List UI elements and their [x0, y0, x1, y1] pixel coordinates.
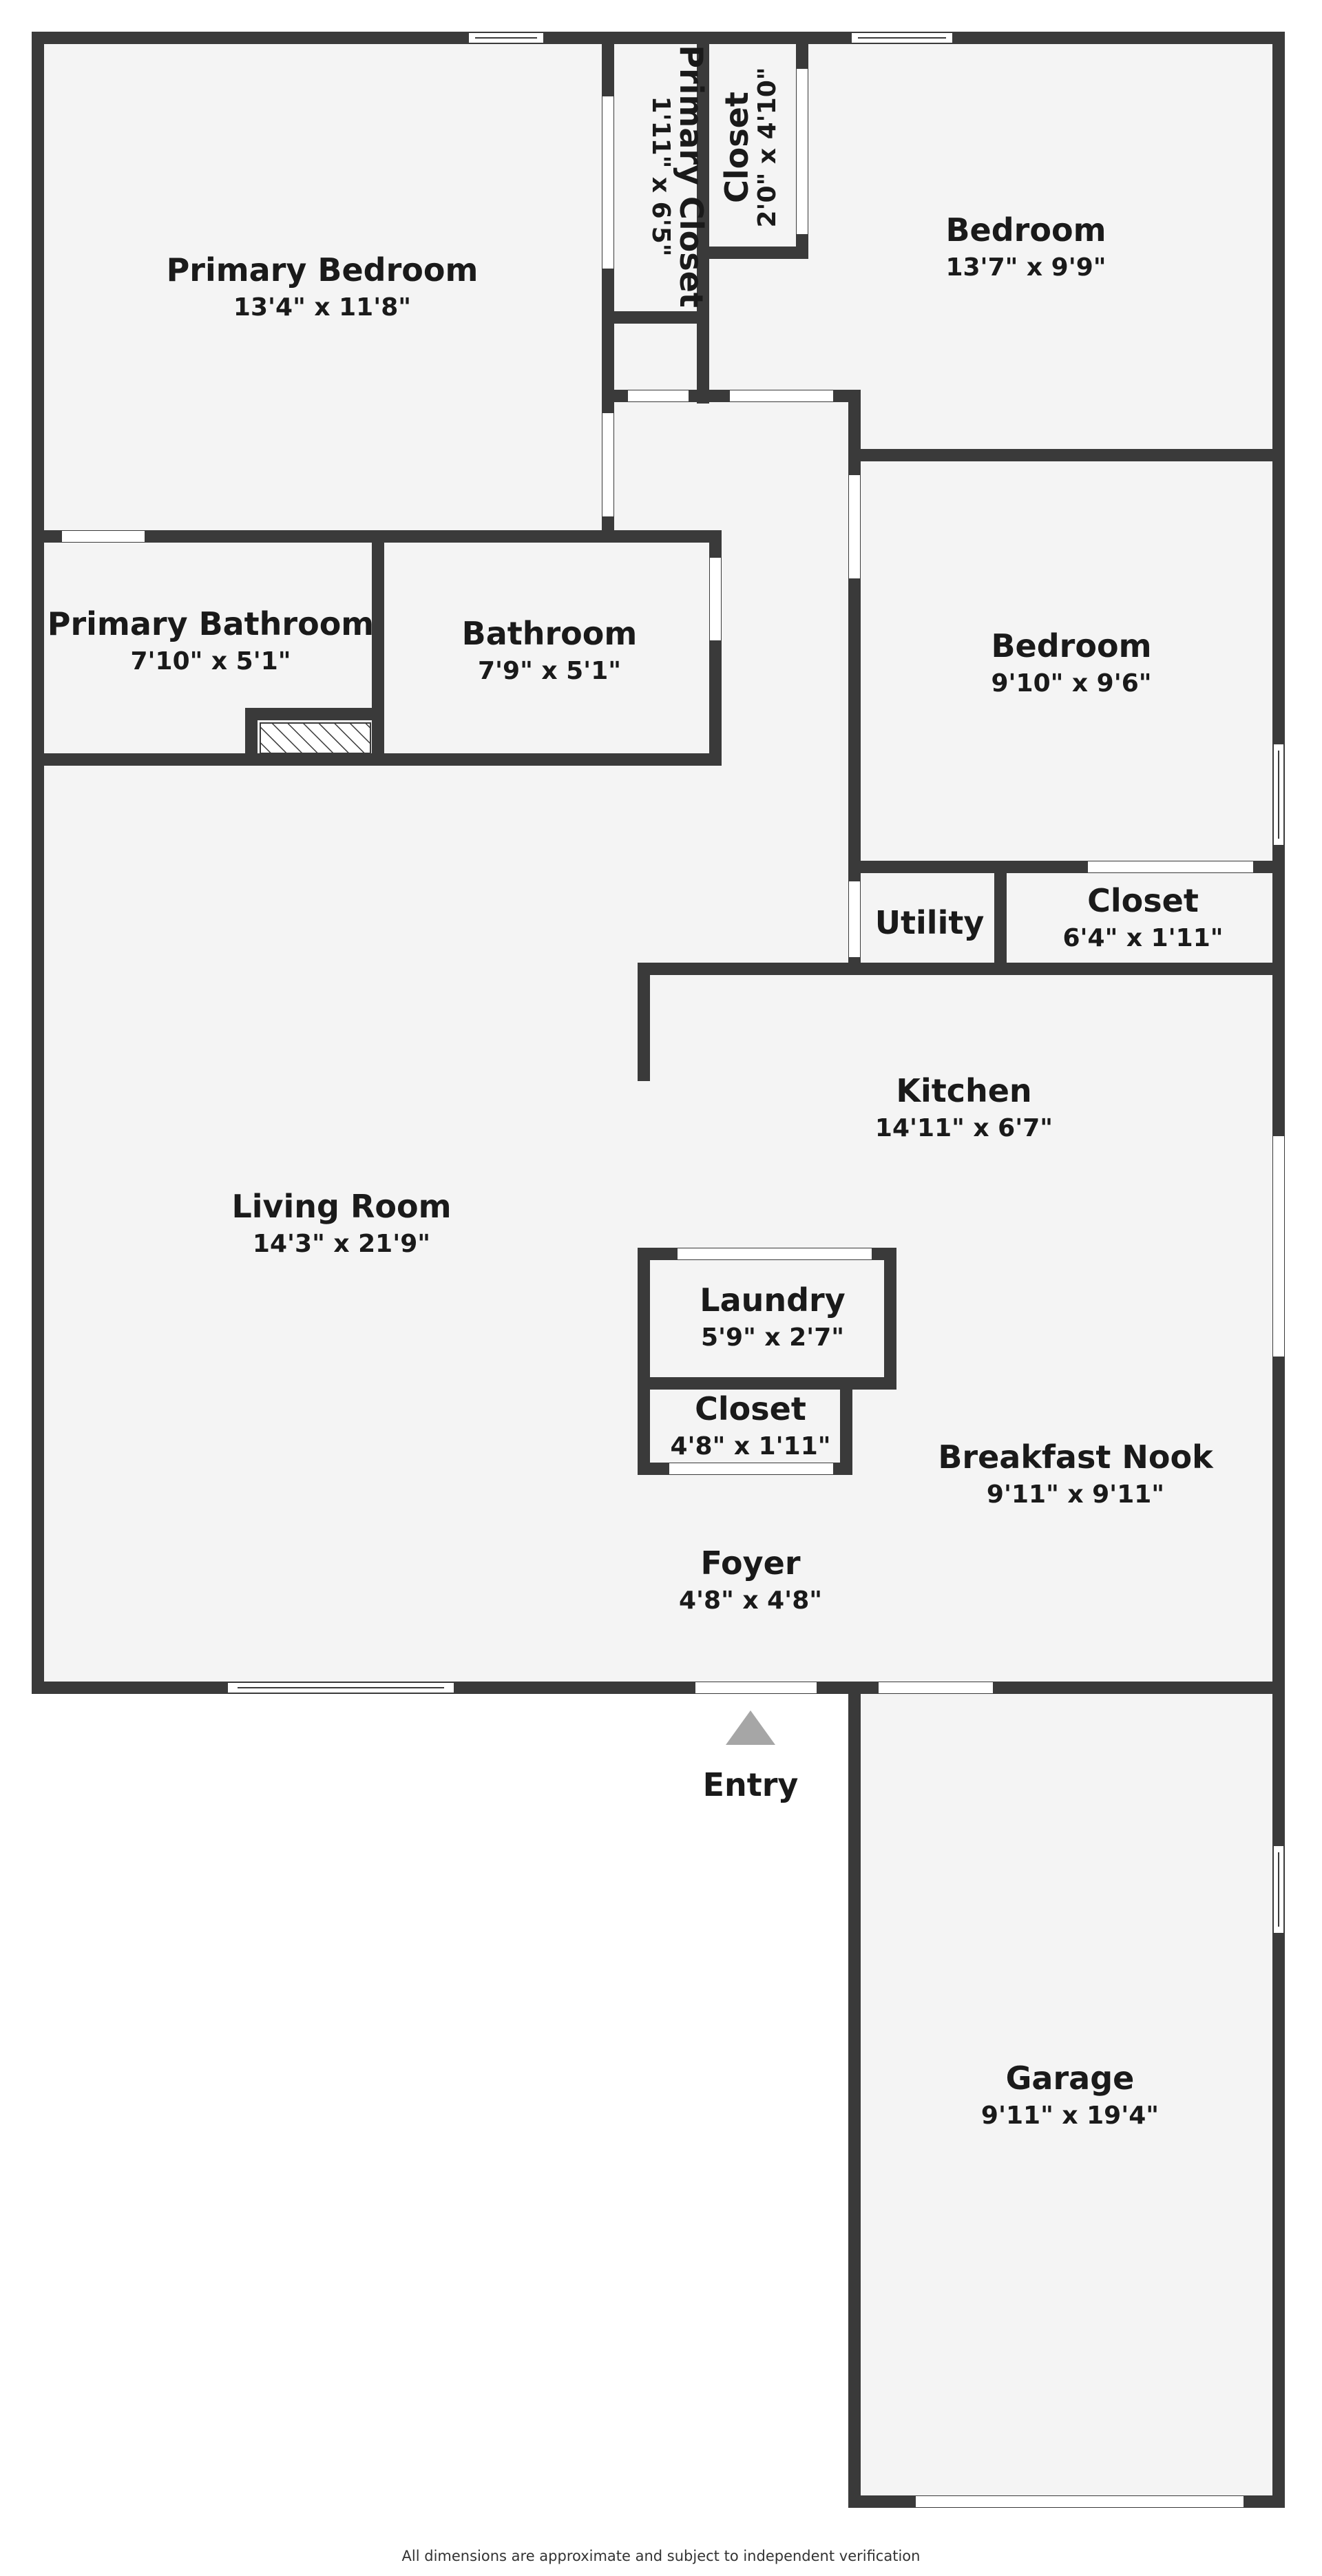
room-name-garage: Garage — [1006, 2060, 1135, 2097]
garage-wall-left — [848, 1682, 861, 2508]
wall-primary-closet-right — [697, 32, 709, 404]
door-closet-hall — [730, 390, 833, 401]
room-dims-closet-center: 4'8" x 1'11" — [670, 1432, 830, 1460]
door-bedroom-e — [849, 475, 860, 578]
room-dims-closet-utility: 6'4" x 1'11" — [1062, 924, 1223, 952]
room-name-primary-bathroom: Primary Bathroom — [48, 605, 375, 642]
wall-closet-right — [840, 1377, 852, 1475]
wall-laundry-bottom — [638, 1377, 896, 1390]
room-dims-primary-closet: 1'11" x 6'5" — [647, 96, 675, 256]
room-name-closet-top: Closet — [718, 92, 755, 203]
wall-kitchen-stub — [638, 963, 650, 1081]
door-utility — [849, 881, 860, 957]
room-dims-kitchen: 14'11" x 6'7" — [875, 1114, 1053, 1142]
door-top-closet — [797, 69, 808, 234]
room-name-living-room: Living Room — [231, 1188, 451, 1225]
opening-kitchen-right — [1273, 1136, 1284, 1357]
door-primary-bedroom — [602, 413, 613, 516]
room-dims-bedroom-ne: 13'7" x 9'9" — [945, 253, 1106, 282]
room-name-primary-closet: Primary Closet — [673, 45, 710, 308]
room-dims-bathroom: 7'9" x 5'1" — [478, 657, 621, 685]
room-dims-laundry: 5'9" x 2'7" — [701, 1323, 844, 1352]
wall-primary-closet-bottom — [602, 311, 709, 324]
exterior-wall-bottom — [32, 1682, 1285, 1694]
entry-arrow-icon — [726, 1710, 775, 1745]
room-name-kitchen: Kitchen — [896, 1072, 1031, 1109]
wall-chase-top — [245, 708, 384, 720]
openings — [62, 32, 1285, 2507]
wall-utility-closet-divider — [994, 861, 1007, 975]
room-name-bedroom-ne: Bedroom — [945, 211, 1106, 249]
wall-laundry-right — [884, 1248, 896, 1390]
room-name-utility: Utility — [875, 904, 985, 941]
wall-bedrooms-divider — [848, 449, 1285, 461]
room-dims-primary-bathroom: 7'10" x 5'1" — [130, 647, 291, 676]
room-name-bedroom-e: Bedroom — [991, 627, 1151, 664]
door-closet-center — [669, 1463, 833, 1474]
entry-label: Entry — [703, 1766, 799, 1803]
room-name-breakfast-nook: Breakfast Nook — [938, 1438, 1214, 1476]
room-name-closet-center: Closet — [695, 1390, 806, 1427]
door-bathroom — [710, 558, 721, 640]
hatched-chase — [260, 722, 371, 754]
room-labels: Primary Bedroom 13'4" x 11'8" Primary Cl… — [48, 45, 1224, 2130]
room-dims-garage: 9'11" x 19'4" — [981, 2102, 1159, 2130]
garage-wall-right — [1272, 1682, 1285, 2508]
door-primary-closet — [602, 96, 613, 269]
room-name-closet-utility: Closet — [1087, 882, 1199, 919]
door-laundry — [678, 1248, 872, 1259]
room-dims-bedroom-e: 9'10" x 9'6" — [991, 669, 1151, 698]
wall-laundry-left — [638, 1248, 650, 1475]
wall-bath-divider — [372, 530, 384, 766]
wall-top-closet-bottom — [697, 247, 808, 259]
room-dims-closet-top: 2'0" x 4'10" — [753, 67, 781, 227]
room-name-primary-bedroom: Primary Bedroom — [167, 251, 479, 289]
room-dims-primary-bedroom: 13'4" x 11'8" — [233, 293, 411, 322]
exterior-wall-left — [32, 32, 44, 1694]
door-primary-closet-hall — [628, 390, 689, 401]
room-name-foyer: Foyer — [700, 1544, 800, 1582]
room-name-laundry: Laundry — [700, 1281, 845, 1319]
exterior-wall-top — [32, 32, 1285, 44]
disclaimer-text: All dimensions are approximate and subje… — [401, 2548, 921, 2564]
door-primary-bathroom — [62, 531, 145, 542]
room-dims-living-room: 14'3" x 21'9" — [253, 1230, 430, 1258]
door-entry — [695, 1682, 817, 1693]
room-name-bathroom: Bathroom — [462, 615, 638, 652]
door-garage-house — [879, 1682, 993, 1693]
wall-kitchen-top — [638, 963, 1285, 975]
door-closet-utility — [1088, 861, 1253, 872]
room-dims-foyer: 4'8" x 4'8" — [679, 1587, 822, 1615]
garage-door — [916, 2496, 1244, 2507]
wall-chase-left — [245, 708, 258, 766]
room-dims-breakfast-nook: 9'11" x 9'11" — [987, 1480, 1164, 1509]
